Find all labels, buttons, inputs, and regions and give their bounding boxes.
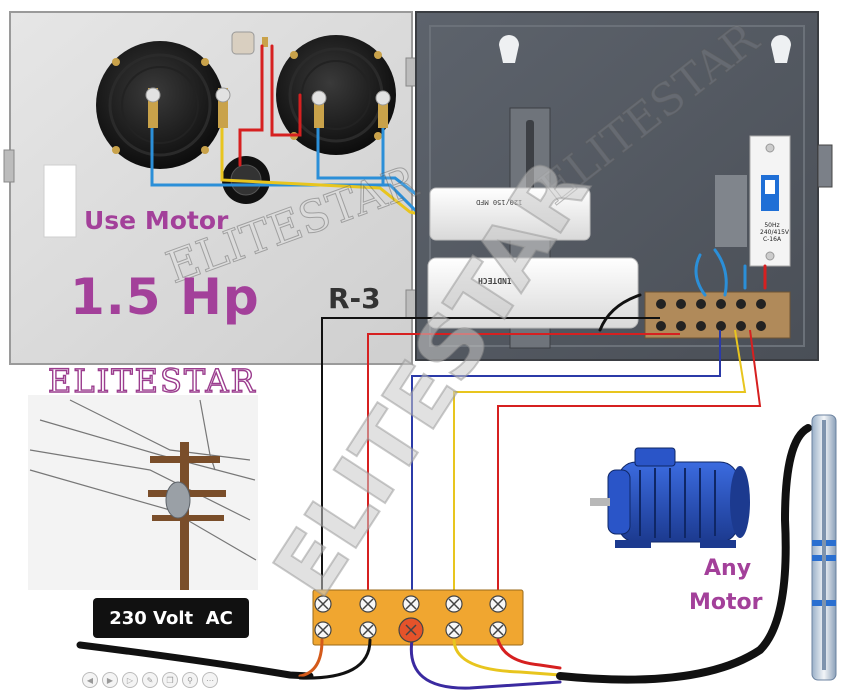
motor-rating-label: 1.5 Hp (70, 268, 260, 326)
box-terminal-strip (644, 291, 791, 339)
box-wiring (598, 248, 767, 332)
any-label: Any (704, 556, 752, 581)
mcb-line: 50Hz (764, 222, 780, 229)
play-icon[interactable]: ▷ (122, 672, 138, 688)
viewer-toolbar: ◀ ▶ ▷ ✎ ❐ ⚲ ⋯ (82, 672, 218, 688)
zoom-icon[interactable]: ⚲ (182, 672, 198, 688)
copy-icon[interactable]: ❐ (162, 672, 178, 688)
supply-badge: 230 Volt AC (93, 598, 249, 638)
more-icon[interactable]: ⋯ (202, 672, 218, 688)
mcb-breaker-icon (749, 135, 791, 267)
edit-icon[interactable]: ✎ (142, 672, 158, 688)
indicator-lamp-icon (231, 31, 268, 55)
mcb-line: C-16A (762, 236, 782, 243)
terminal-screws (313, 590, 523, 645)
brand-logo: ELITESTAR (47, 361, 257, 400)
use-motor-label: Use Motor (84, 206, 229, 235)
motor-cable (409, 424, 812, 690)
label-window (43, 164, 77, 238)
back-icon[interactable]: ◀ (82, 672, 98, 688)
forward-icon[interactable]: ▶ (102, 672, 118, 688)
submersible-pump-icon (811, 414, 837, 681)
supply-cable (76, 638, 372, 680)
mcb-label: 50Hz 240/415V C-16A (760, 222, 790, 243)
motor-label: Motor (689, 590, 763, 615)
capacitor-small-icon (429, 187, 591, 241)
control-wires (321, 317, 762, 595)
supply-label: 230 Volt AC (109, 607, 233, 629)
mcb-line: 240/415V (760, 229, 790, 236)
capacitor-large-icon (427, 257, 639, 329)
meter-terminals (145, 87, 391, 128)
model-label: R-3 (328, 282, 381, 315)
electric-motor-icon (590, 447, 750, 548)
voltmeter-icon (96, 41, 224, 169)
utility-pole-icon (28, 395, 258, 590)
